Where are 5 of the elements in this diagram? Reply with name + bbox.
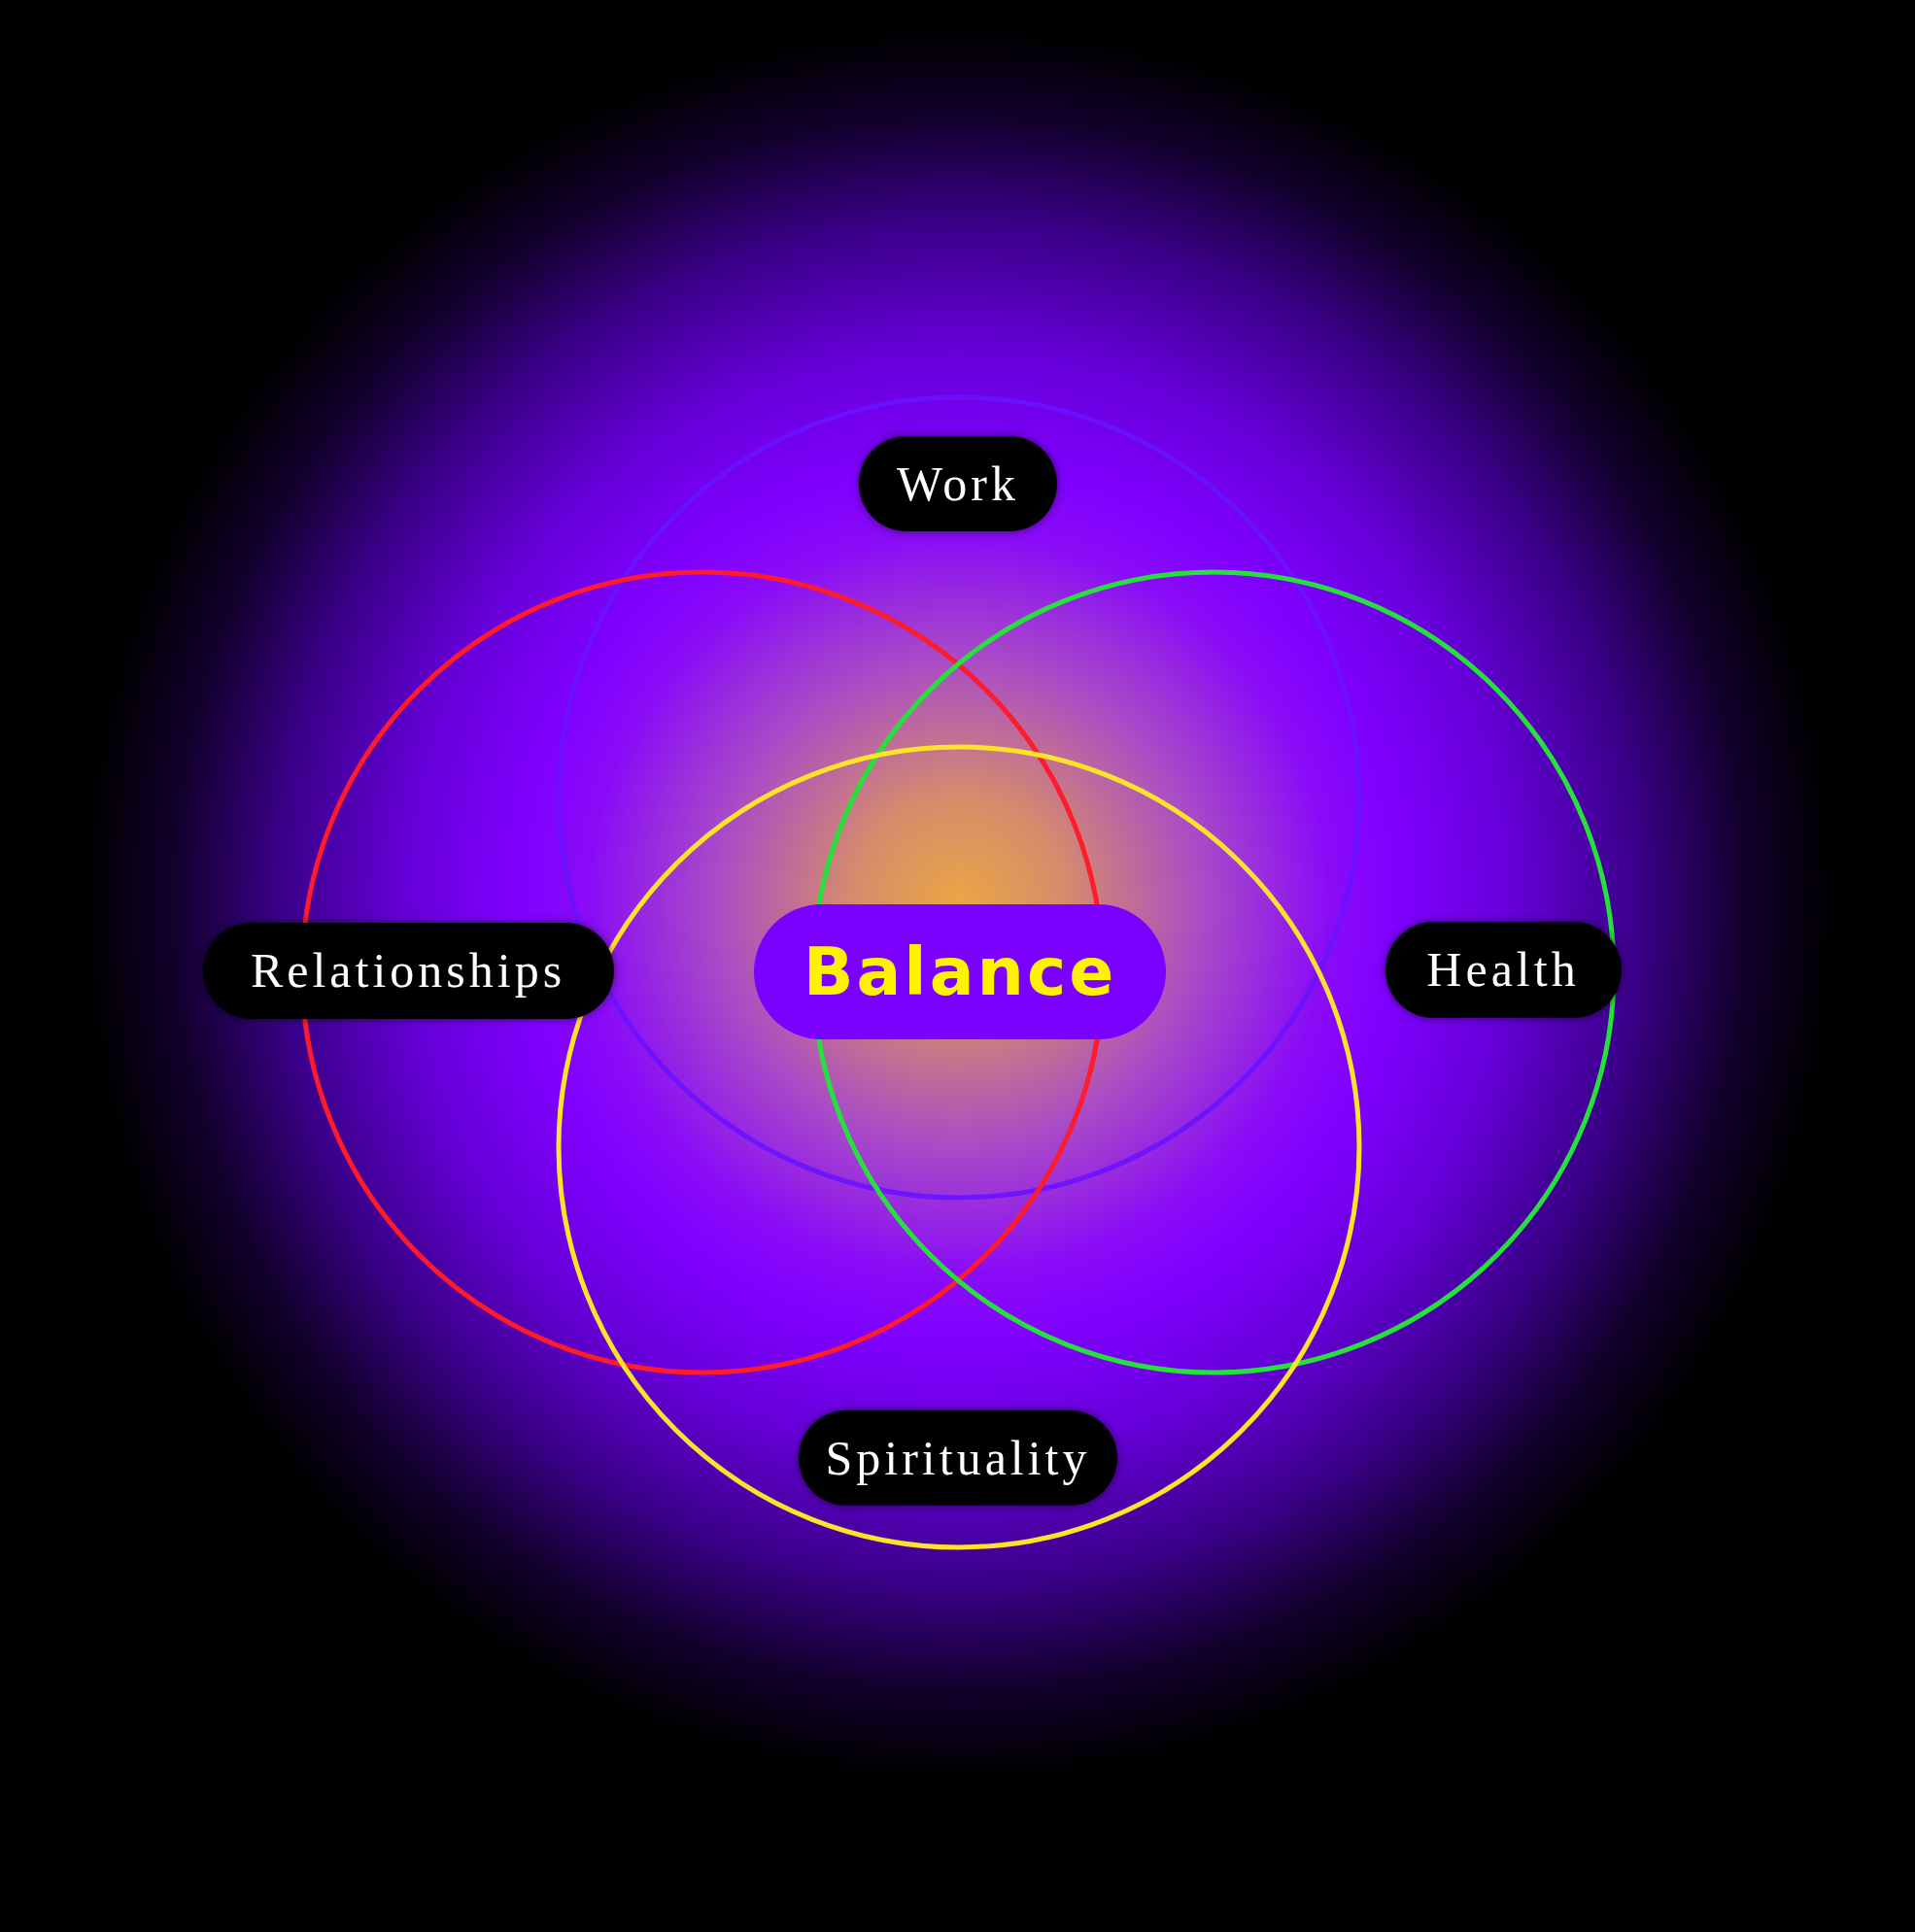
category-label: Work bbox=[859, 436, 1057, 531]
category-label: Spirituality bbox=[799, 1410, 1117, 1506]
category-label: Health bbox=[1385, 921, 1622, 1018]
category-label: Relationships bbox=[202, 922, 614, 1019]
center-label: Balance bbox=[754, 903, 1166, 1039]
